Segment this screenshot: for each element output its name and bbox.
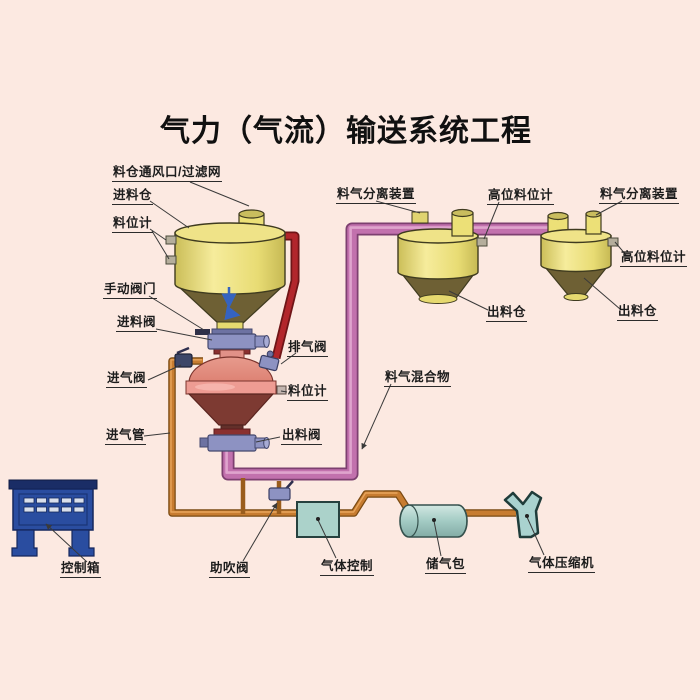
- control-box: [8, 479, 98, 557]
- pressure-vessel: [185, 349, 287, 434]
- control-box-vents: [23, 497, 85, 513]
- label-manual-valve: 手动阀门: [103, 282, 158, 299]
- silo-level-sensor-upper: [165, 235, 177, 245]
- feed-silo: [165, 209, 286, 333]
- silo-level-sensor-lower: [165, 255, 177, 265]
- separator-mid: [397, 211, 488, 304]
- label-control-box: 控制箱: [60, 561, 102, 578]
- label-exhaust-valve: 排气阀: [287, 340, 329, 357]
- label-discharge-bin-right: 出料仓: [617, 304, 659, 321]
- exhaust-valve: [258, 350, 280, 372]
- label-separator-right: 料气分离装置: [599, 187, 680, 204]
- label-air-inlet-valve: 进气阀: [106, 371, 148, 388]
- manual-valve-handle: [195, 329, 210, 335]
- high-level-sensor-right: [607, 237, 619, 247]
- label-discharge-bin-mid: 出料仓: [486, 305, 528, 322]
- label-air-inlet-pipe: 进气管: [105, 428, 147, 445]
- label-air-tank: 储气包: [425, 557, 467, 574]
- boost-valve: [268, 480, 294, 501]
- leader-dots: [316, 514, 529, 522]
- high-level-sensor-mid: [476, 237, 488, 247]
- label-separator-mid: 料气分离装置: [336, 187, 417, 204]
- label-silo-level-gauge: 料位计: [112, 216, 154, 233]
- separator-inlet-nub: [411, 211, 429, 224]
- label-high-level-gauge-right: 高位料位计: [620, 250, 688, 267]
- exhaust-pipe: [271, 231, 300, 360]
- separator-mid-vent: [451, 208, 474, 237]
- label-high-level-gauge-mid: 高位料位计: [487, 188, 555, 205]
- flow-arrow-right: [224, 305, 241, 321]
- gas-compressor: [503, 490, 543, 539]
- label-gas-control: 气体控制: [320, 559, 375, 576]
- label-feed-valve: 进料阀: [116, 315, 158, 332]
- label-discharge-valve: 出料阀: [281, 428, 323, 445]
- label-compressor: 气体压缩机: [528, 556, 596, 573]
- air-inlet-valve: [174, 346, 193, 368]
- label-feed-silo: 进料仓: [112, 188, 154, 205]
- label-mixture-pipe: 料气混合物: [384, 370, 452, 387]
- label-vessel-level-gauge: 料位计: [287, 384, 329, 401]
- label-silo-vent-filter: 料仓通风口/过滤网: [112, 165, 222, 182]
- separator-right: [540, 210, 619, 301]
- leader-lines: [45, 181, 627, 563]
- gas-control-box: [296, 501, 340, 538]
- discharge-valve: [199, 428, 270, 452]
- vessel-level-sensor: [276, 385, 287, 395]
- label-boost-valve: 助吹阀: [209, 561, 251, 578]
- page-title: 气力（气流）输送系统工程: [160, 115, 532, 148]
